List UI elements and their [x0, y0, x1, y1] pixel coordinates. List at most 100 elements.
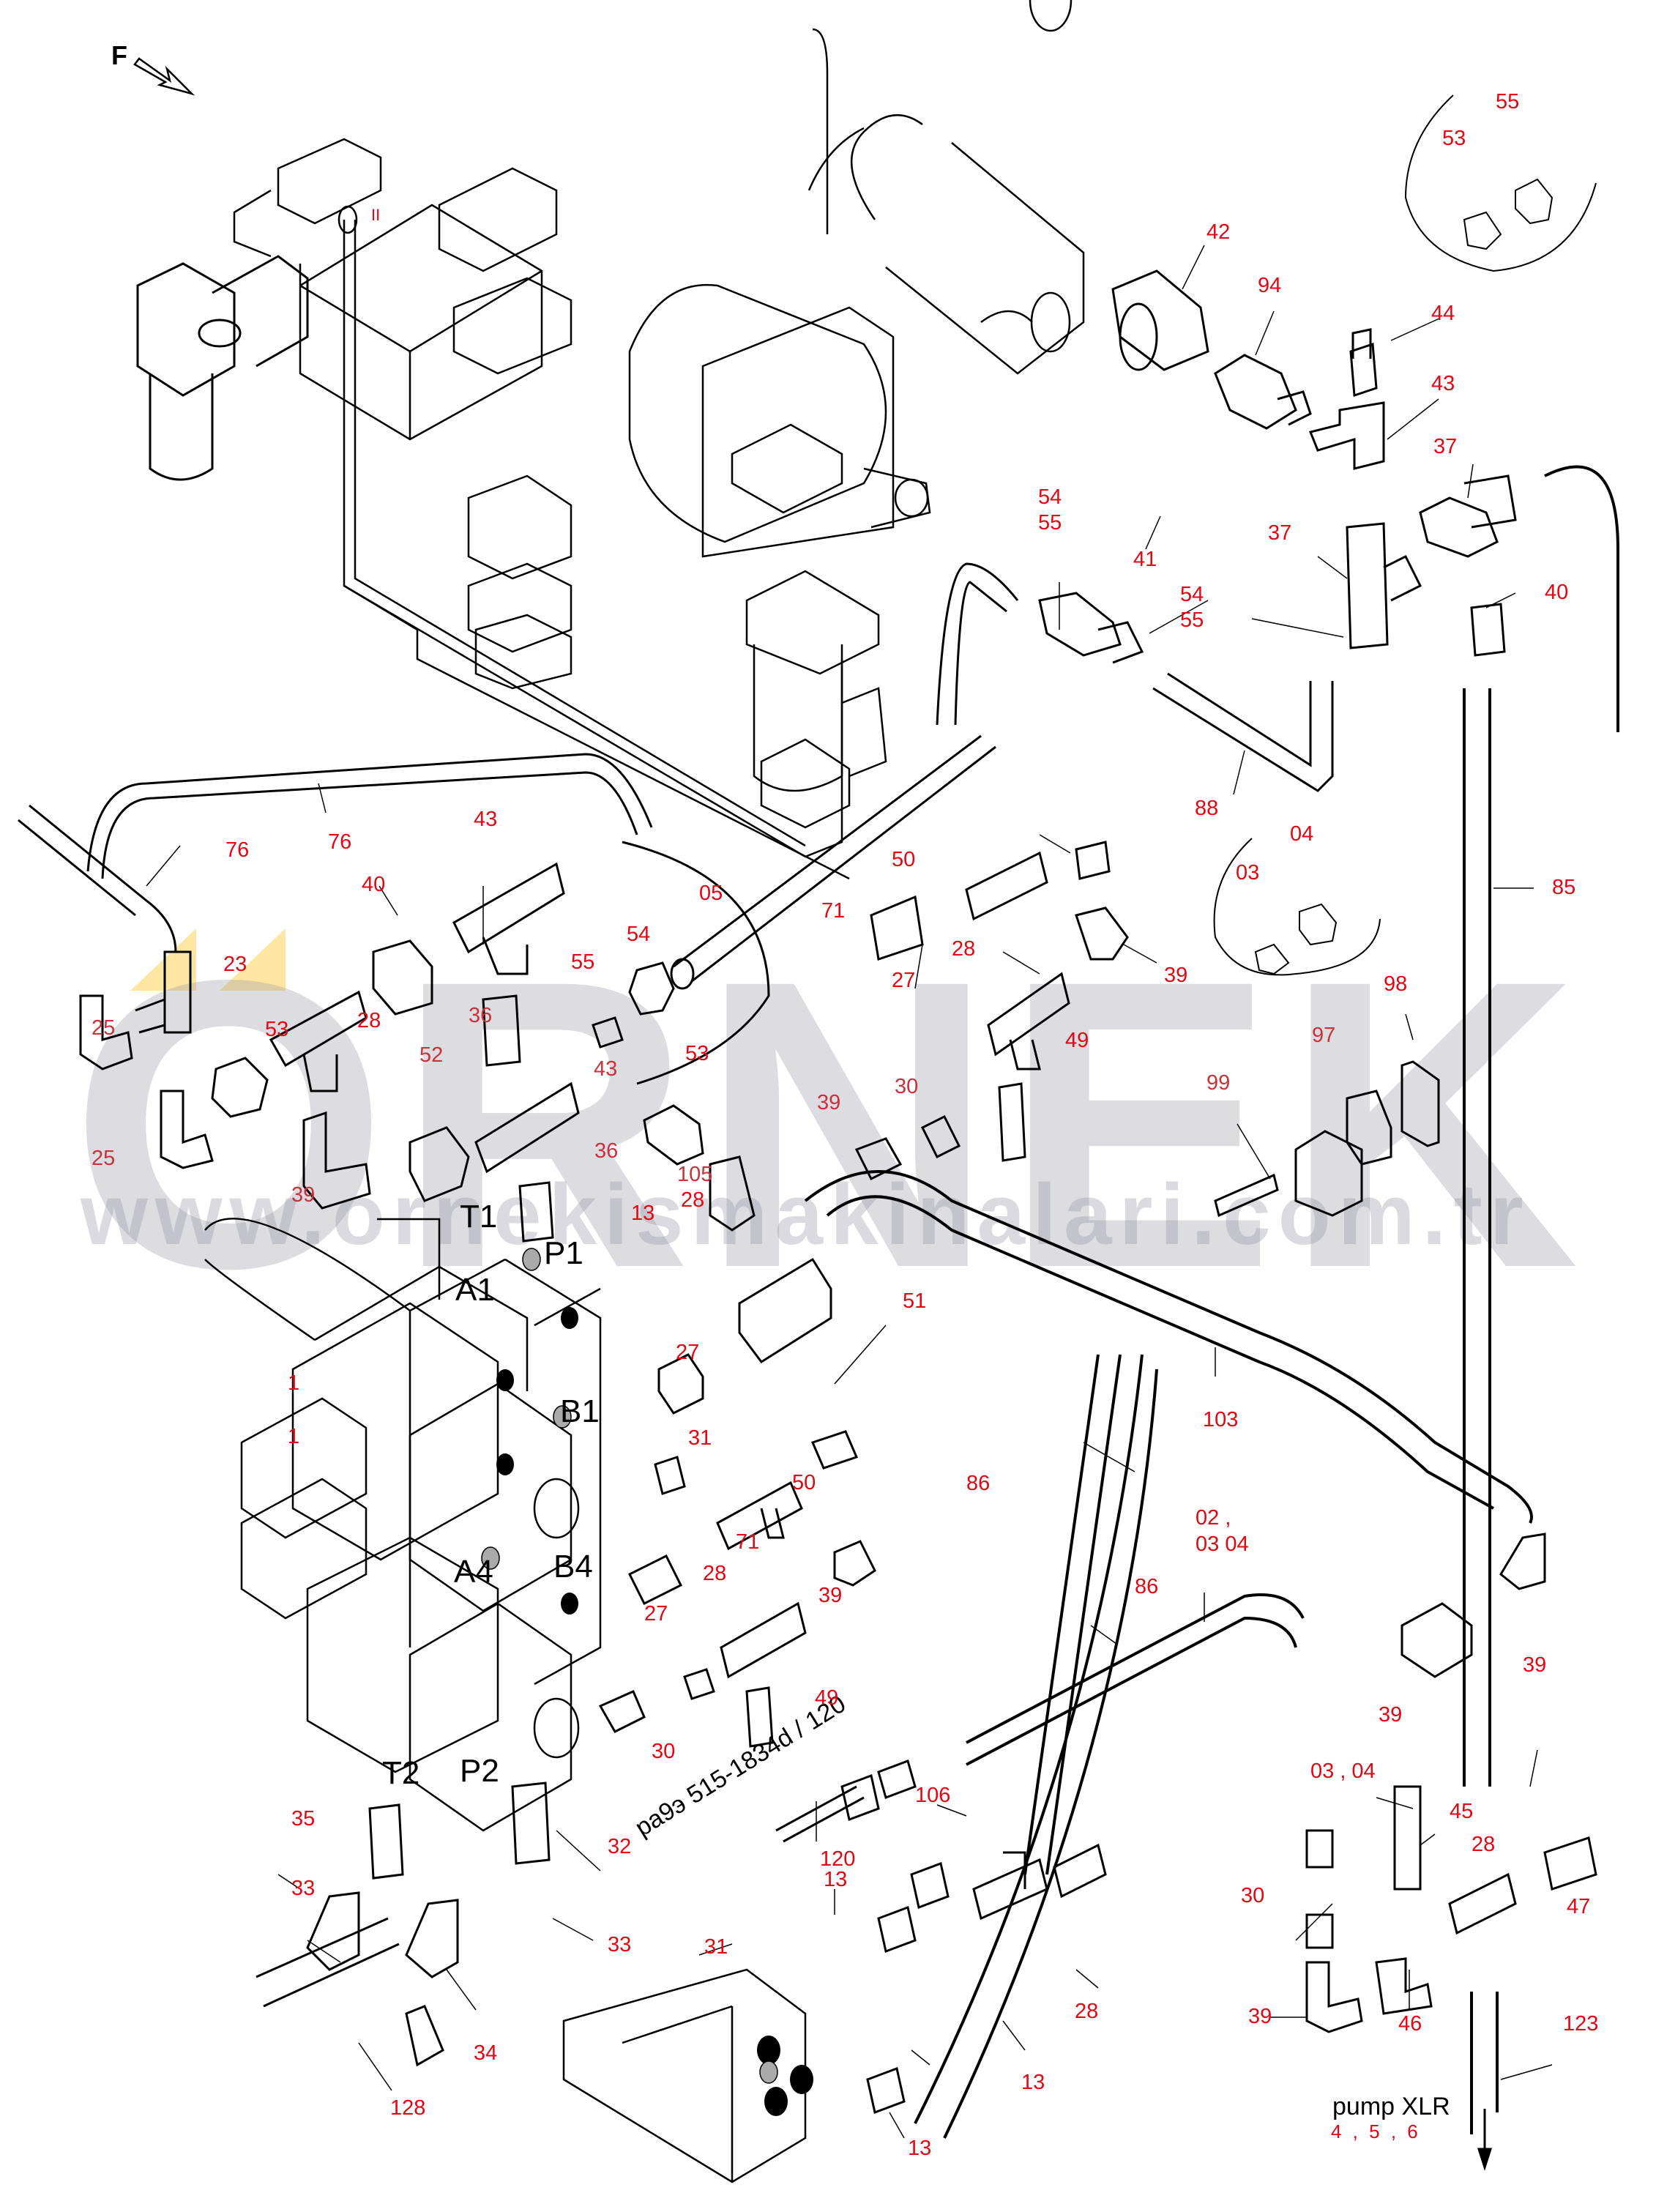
callout: 32 [608, 1835, 632, 1858]
fitting-28-low [720, 1601, 807, 1679]
fitting-25 [79, 994, 214, 1169]
callout: 28 [952, 937, 976, 961]
callout: 23 [223, 953, 247, 976]
callout: 03 , 04 [1310, 1759, 1376, 1783]
callout: 47 [1567, 1895, 1591, 1918]
callout: 53 [265, 1018, 289, 1041]
callout: 39 [291, 1183, 316, 1207]
callout: 50 [892, 848, 916, 871]
manifold-frame [233, 138, 850, 880]
fitting-45 [1393, 1785, 1422, 1891]
fitting-43-left [452, 862, 565, 975]
callout: 25 [92, 1147, 116, 1170]
callout: 94 [1258, 274, 1282, 297]
fitting-tee-right [1400, 1602, 1473, 1678]
fitting-49 [998, 1082, 1026, 1162]
callout: 86 [1135, 1575, 1159, 1598]
fitting-53-left [211, 1057, 269, 1118]
fitting-42 [1111, 269, 1209, 371]
port-dots-grey [481, 1248, 778, 2084]
port-label-b1: B1 [560, 1393, 600, 1429]
fitting-35 [368, 1803, 404, 1880]
port-label-b4: B4 [553, 1549, 593, 1584]
fitting-30-right [1305, 1829, 1334, 1949]
fitting-50 [810, 1430, 859, 1470]
hose-123 [1470, 1992, 1499, 2134]
fitting-23-tee [135, 950, 192, 1034]
callout: 30 [895, 1075, 919, 1098]
fitting-51 [738, 1257, 832, 1364]
callout: 39 [1248, 2005, 1272, 2028]
fitting-46 [1375, 1957, 1433, 2015]
callout: 04 [1290, 822, 1314, 846]
callout: 76 [225, 838, 250, 862]
callout: 39 [818, 1584, 843, 1607]
port-label-p2: P2 [460, 1753, 499, 1789]
watermark-url: www.ornekismakinalari.com.tr [81, 1166, 1531, 1263]
callout: 52 [419, 1043, 444, 1067]
flow-arrow-icon [1477, 2109, 1493, 2171]
direction-marker-f: F [111, 40, 127, 70]
pipe-88 [936, 562, 1334, 792]
fitting-31 [654, 1456, 686, 1495]
pump-block [562, 1968, 807, 2183]
callout: 28 [703, 1562, 727, 1585]
fitting-39-left [302, 1111, 371, 1210]
callout: 35 [291, 1807, 316, 1831]
filter-housing [136, 255, 309, 481]
callout: 05 [699, 882, 723, 905]
logo-triangle-icon [130, 928, 196, 991]
callout: 54 [627, 923, 651, 946]
callout: 27 [644, 1602, 668, 1626]
callout: 02 , 03 04 [1196, 1506, 1249, 1557]
callout: 28 [681, 1188, 705, 1212]
hose-128 [256, 1917, 400, 2008]
callout: 1 [288, 1371, 300, 1395]
fitting-27-30 [854, 895, 961, 1181]
callout: 76 [328, 830, 352, 854]
pipe-120 [775, 1785, 865, 1843]
fitting-32 [511, 1781, 551, 1865]
hose-76 [18, 753, 653, 953]
fitting-27-low [627, 1554, 683, 1606]
callout: 36 [594, 1139, 619, 1163]
fitting-28-right [1448, 1872, 1517, 1935]
callout: 33 [291, 1877, 316, 1900]
fitting-34 [405, 2005, 444, 2067]
callout: 13 [824, 1868, 848, 1891]
callout: 71 [736, 1530, 760, 1554]
callout: 25 [92, 1016, 116, 1040]
callout: 54 55 [1180, 583, 1204, 632]
fitting-28-mid [987, 972, 1070, 1070]
callout: 54 55 [1038, 485, 1062, 535]
pump-note: pump XLR [1332, 2093, 1450, 2120]
callout: 120 [820, 1847, 856, 1871]
callout: 28 [1472, 1833, 1496, 1856]
valve-block [204, 1218, 602, 1832]
callout: 39 [1523, 1653, 1547, 1677]
callout: 49 [1065, 1029, 1089, 1052]
fitting-55-54 [592, 961, 675, 1049]
callout: 13 [908, 2137, 932, 2160]
fitting-28-left [269, 990, 368, 1092]
callout: 98 [1384, 972, 1408, 996]
callout: 103 [1203, 1408, 1239, 1431]
callout: 31 [688, 1426, 712, 1450]
fitting-40-left [372, 939, 433, 1016]
callout: 13 [1021, 2071, 1045, 2094]
fitting-13-bottom [840, 1773, 950, 2115]
callout: 41 [1133, 548, 1157, 571]
callout: 27 [676, 1341, 700, 1364]
fitting-37-tee [1346, 474, 1517, 649]
port-dots [496, 1307, 813, 2116]
callout: 39 [1379, 1703, 1403, 1727]
callout: 28 [1075, 2000, 1099, 2023]
callout: 71 [821, 899, 846, 923]
callout: 31 [704, 1935, 728, 1959]
callout: 106 [915, 1784, 951, 1807]
inset-circle-53-55 [1404, 94, 1597, 272]
callout: 99 [1206, 1071, 1231, 1095]
port-label-a1: A1 [455, 1272, 495, 1308]
fitting-43-tee [1308, 401, 1385, 470]
